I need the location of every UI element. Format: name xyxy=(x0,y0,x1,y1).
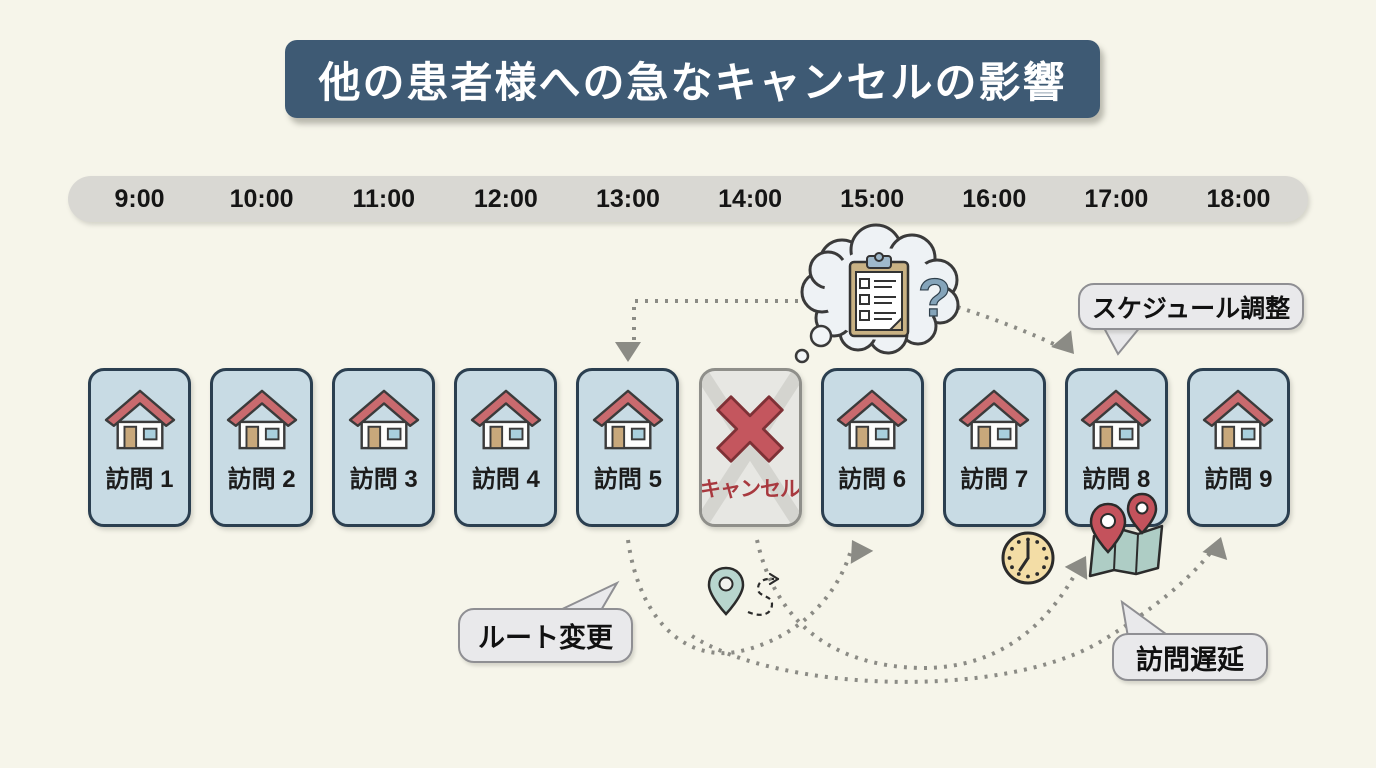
time-label: 15:00 xyxy=(840,184,905,213)
visit-card-3: 訪問 3 xyxy=(332,368,436,527)
visit-card-5: 訪問 5 xyxy=(576,368,680,527)
time-label: 16:00 xyxy=(962,184,1027,213)
house-icon xyxy=(835,387,909,451)
visit-card-4: 訪問 4 xyxy=(454,368,558,527)
cancel-x-icon xyxy=(712,391,788,467)
visit-card-7: 訪問 7 xyxy=(942,368,1046,527)
delay-callout-tail xyxy=(1120,599,1174,638)
visit-card-label: 訪問 7 xyxy=(960,466,1029,493)
thought-bubble: ? xyxy=(794,223,960,364)
thought-dot-large xyxy=(809,324,833,348)
question-mark-icon: ? xyxy=(918,268,951,328)
visit-card-row: 訪問 1 訪問 2 訪問 3 訪問 4 訪問 5 キャンセル 訪問 6 訪問 xyxy=(88,368,1290,527)
location-route-icon xyxy=(707,566,780,616)
time-label: 10:00 xyxy=(229,184,294,213)
time-label: 14:00 xyxy=(718,184,783,213)
visit-card-label: 訪問 4 xyxy=(471,466,540,493)
time-label: 12:00 xyxy=(473,184,538,213)
cancelled-visit-card: キャンセル xyxy=(698,368,802,527)
house-icon xyxy=(957,387,1031,451)
house-icon xyxy=(469,387,543,451)
timeline-labels: 9:00 10:00 11:00 12:00 13:00 14:00 15:00… xyxy=(88,176,1290,222)
house-icon xyxy=(1079,387,1153,451)
schedule-adjustment-callout: スケジュール調整 xyxy=(1078,283,1304,330)
house-icon xyxy=(103,387,177,451)
visit-card-label: 訪問 1 xyxy=(105,466,174,493)
visit-card-9: 訪問 9 xyxy=(1186,368,1290,527)
arrow-bubble-to-visit5 xyxy=(632,299,818,344)
time-label: 17:00 xyxy=(1084,184,1149,213)
clipboard-checklist-icon xyxy=(848,252,910,338)
visit-card-1: 訪問 1 xyxy=(88,368,191,527)
time-label: 13:00 xyxy=(595,184,660,213)
route-change-callout: ルート変更 xyxy=(458,608,633,663)
timeline-bar xyxy=(68,176,1308,222)
visit-card-2: 訪問 2 xyxy=(210,368,314,527)
page-title: 他の患者様への急なキャンセルの影響 xyxy=(285,40,1100,118)
house-icon xyxy=(347,387,421,451)
visit-card-label: 訪問 8 xyxy=(1082,466,1151,493)
visit-card-6: 訪問 6 xyxy=(820,368,924,527)
cancel-label: キャンセル xyxy=(700,478,801,501)
time-label: 18:00 xyxy=(1206,184,1271,213)
route-change-label: ルート変更 xyxy=(478,623,613,653)
clock-icon xyxy=(1001,531,1055,585)
visit-card-8: 訪問 8 xyxy=(1064,368,1168,527)
arrowhead-visit9 xyxy=(1202,537,1228,561)
arrow-visit5-to-visit6 xyxy=(626,539,853,656)
time-label: 11:00 xyxy=(352,184,415,213)
visit-card-label: 訪問 3 xyxy=(349,466,418,493)
visit-card-label: 訪問 5 xyxy=(593,466,662,493)
arrow-bubble-to-visit8 xyxy=(947,302,1063,350)
house-icon xyxy=(1201,387,1275,451)
visit-card-label: 訪問 9 xyxy=(1204,466,1273,493)
schedule-adjustment-label: スケジュール調整 xyxy=(1091,294,1291,323)
visit-card-label: 訪問 2 xyxy=(227,466,296,493)
arrowhead-visit6 xyxy=(850,540,874,564)
arrowhead-visit8-top xyxy=(1051,330,1074,354)
thought-dot-small xyxy=(794,348,810,364)
visit-delay-callout: 訪問遅延 xyxy=(1112,633,1268,681)
visit-card-label: 訪問 6 xyxy=(838,466,907,493)
house-icon xyxy=(591,387,665,451)
time-label: 9:00 xyxy=(114,184,165,213)
arrowhead-visit5 xyxy=(615,342,641,362)
arrow-cancel-to-visit8 xyxy=(755,539,1081,671)
page-title-text: 他の患者様への急なキャンセルの影響 xyxy=(318,58,1067,106)
arrowhead-visit8-bottom xyxy=(1064,556,1088,580)
visit-delay-label: 訪問遅延 xyxy=(1136,644,1244,675)
house-icon xyxy=(225,387,299,451)
schedule-callout-tail xyxy=(1101,325,1144,356)
